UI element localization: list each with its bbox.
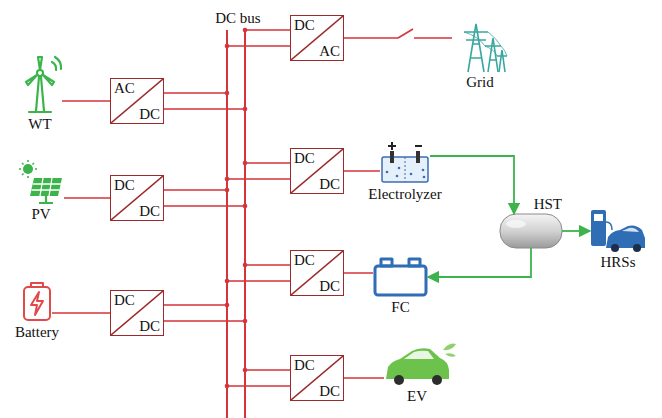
component-label: Battery xyxy=(15,324,59,341)
electric-vehicle-icon xyxy=(386,344,456,385)
grid: Grid xyxy=(452,20,508,72)
electrolyzer-icon xyxy=(382,142,428,182)
power-wire xyxy=(344,37,452,39)
label-holder: Grid xyxy=(466,74,494,91)
converter-diagonal-line xyxy=(111,79,163,123)
component-label: PV xyxy=(31,206,50,223)
power-wire xyxy=(62,100,110,102)
power-wire xyxy=(164,305,245,321)
label-holder: Battery xyxy=(15,324,59,341)
converter-label: DC xyxy=(139,203,160,220)
power-wire xyxy=(227,163,290,179)
component-label: Electrolyzer xyxy=(368,186,441,203)
converter-box: DCDC xyxy=(290,250,344,296)
power-wire xyxy=(227,30,290,46)
pv-array: PV xyxy=(18,160,64,204)
hydrogen-flow-arrow xyxy=(430,156,514,214)
converter-label: DC xyxy=(319,383,340,400)
converter-label: AC xyxy=(114,80,135,97)
hydrogen-tank-icon xyxy=(500,214,562,248)
converter-box: DCDC xyxy=(290,355,344,401)
electrolyzer: Electrolyzer xyxy=(380,142,430,184)
dc-bus: DC bus xyxy=(226,30,246,418)
converter-diagonal-line xyxy=(291,356,343,400)
converter-diagonal-line xyxy=(111,176,163,220)
battery-icon xyxy=(24,283,50,320)
hydrogen-storage-tank: HST xyxy=(500,214,562,248)
converter-diagonal-line xyxy=(111,291,163,335)
component-label: EV xyxy=(407,388,427,405)
power-wire xyxy=(227,370,290,386)
component-label: DC bus xyxy=(215,10,260,27)
component-label: HST xyxy=(534,196,562,213)
converter-box: DCDC xyxy=(110,175,164,221)
refuelling-station: HRSs xyxy=(590,206,646,252)
component-label: Grid xyxy=(466,74,494,91)
power-wire xyxy=(344,272,373,274)
component-label: HRSs xyxy=(600,254,635,271)
hydrogen-flow-arrow xyxy=(428,248,531,277)
power-wire xyxy=(344,170,380,172)
label-holder: HRSs xyxy=(600,254,635,271)
converter-diagonal-line xyxy=(291,16,343,60)
pv-icon xyxy=(19,160,62,203)
fuel-cell-icon xyxy=(375,259,426,295)
label-holder: EV xyxy=(407,388,427,405)
converter-diagonal-line xyxy=(291,251,343,295)
converter-label: DC xyxy=(139,106,160,123)
converter-label: DC xyxy=(114,292,135,309)
wind-turbine: WT xyxy=(18,56,62,114)
converter-box: DCDC xyxy=(110,290,164,336)
converter-label: DC xyxy=(319,176,340,193)
label-holder: DC bus xyxy=(215,10,260,27)
power-wire xyxy=(52,312,110,314)
converter-label: DC xyxy=(294,17,315,34)
power-wire xyxy=(344,377,384,379)
converter-label: DC xyxy=(114,177,135,194)
label-holder: FC xyxy=(391,299,409,316)
wind-turbine-icon xyxy=(26,57,61,112)
converter-box: DCDC xyxy=(290,148,344,194)
battery: Battery xyxy=(22,282,52,322)
converter-label: DC xyxy=(294,150,315,167)
component-label: WT xyxy=(28,116,51,133)
label-holder: Electrolyzer xyxy=(368,186,441,203)
converter-label: DC xyxy=(319,278,340,295)
converter-label: DC xyxy=(139,318,160,335)
switch-blade xyxy=(398,29,413,38)
power-wire xyxy=(227,265,290,281)
hydrogen-flow-arrow xyxy=(562,230,590,232)
converter-diagonal-line xyxy=(291,149,343,193)
refuelling-station-icon xyxy=(591,210,645,252)
converter-label: AC xyxy=(319,43,340,60)
power-wire xyxy=(164,190,245,206)
converter-label: DC xyxy=(294,357,315,374)
converter-box: DCAC xyxy=(290,15,344,61)
electric-vehicle: EV xyxy=(384,346,450,386)
component-label: FC xyxy=(391,299,409,316)
power-wire xyxy=(164,93,245,109)
converter-box: ACDC xyxy=(110,78,164,124)
grid-tower-icon xyxy=(464,24,507,72)
fuel-cell: FC xyxy=(373,257,428,297)
label-holder: PV xyxy=(31,206,50,223)
label-holder: WT xyxy=(28,116,51,133)
power-wire xyxy=(64,197,110,199)
label-holder: HST xyxy=(534,196,562,213)
converter-label: DC xyxy=(294,252,315,269)
